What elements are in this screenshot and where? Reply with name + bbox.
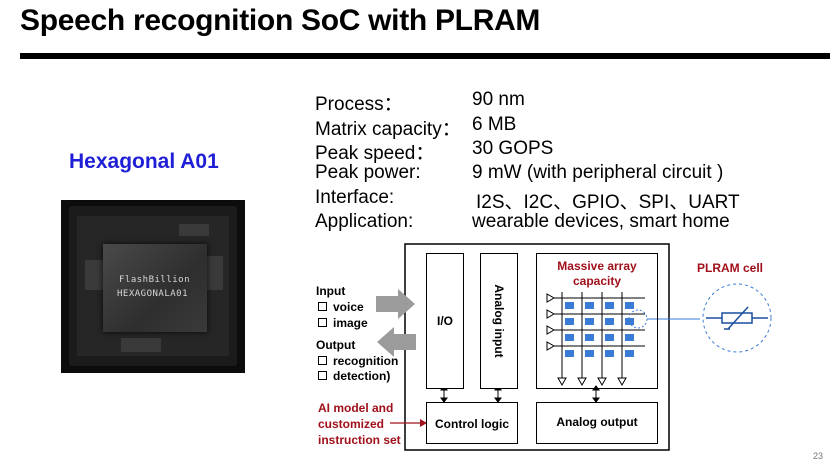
spec-value-matrix-capacity: 6 MB xyxy=(472,114,517,135)
analog-input-block: Analog input xyxy=(480,253,518,389)
control-logic-block: Control logic xyxy=(426,402,518,444)
massive-array-block: Massive array capacity xyxy=(536,253,658,389)
chip-photo: FlashBillion HEXAGONALA01 xyxy=(61,200,245,373)
output-heading: Output xyxy=(316,338,356,352)
output-item-recognition: recognition xyxy=(318,353,398,369)
plram-cell-icon xyxy=(702,283,772,353)
plram-cell-label: PLRAM cell xyxy=(697,261,764,275)
chip-marking-line2: HEXAGONALA01 xyxy=(117,289,189,299)
ai-model-note: AI model and customized instruction set xyxy=(318,401,401,447)
io-block: I/O xyxy=(426,253,464,389)
spec-value-application: wearable devices, smart home xyxy=(472,211,730,232)
checkbox-icon xyxy=(318,371,327,380)
checkbox-icon xyxy=(318,318,327,327)
page-number: 23 xyxy=(813,451,824,461)
input-item-voice: voice xyxy=(318,299,364,315)
chip-name: Hexagonal A01 xyxy=(69,150,219,173)
slide-title: Speech recognition SoC with PLRAM xyxy=(20,4,541,37)
input-arrow-icon xyxy=(376,289,415,319)
ai-model-arrow-head-icon xyxy=(420,419,427,427)
spec-value-interface: I2S、I2C、GPIO、SPI、UART xyxy=(476,192,740,213)
spec-value-process: 90 nm xyxy=(472,89,525,110)
spec-value-peak-speed: 30 GOPS xyxy=(472,138,554,159)
spec-label-peak-speed: Peak speed： xyxy=(315,143,435,164)
spec-label-interface: Interface: xyxy=(315,187,395,208)
analog-output-block: Analog output xyxy=(536,402,658,444)
title-underline xyxy=(20,53,830,59)
spec-label-peak-power: Peak power: xyxy=(315,162,421,183)
input-item-image: image xyxy=(318,315,368,331)
spec-value-peak-power: 9 mW (with peripheral circuit ) xyxy=(472,162,724,183)
input-heading: Input xyxy=(316,284,346,298)
output-item-detection: detection) xyxy=(318,368,390,384)
checkbox-icon xyxy=(318,356,327,365)
spec-label-matrix-capacity: Matrix capacity： xyxy=(315,119,461,140)
output-arrow-icon xyxy=(377,327,416,357)
chip-marking-line1: FlashBillion xyxy=(119,275,191,285)
spec-label-application: Application: xyxy=(315,211,414,232)
checkbox-icon xyxy=(318,302,327,311)
array-grid xyxy=(546,292,700,387)
spec-label-process: Process： xyxy=(315,94,403,115)
